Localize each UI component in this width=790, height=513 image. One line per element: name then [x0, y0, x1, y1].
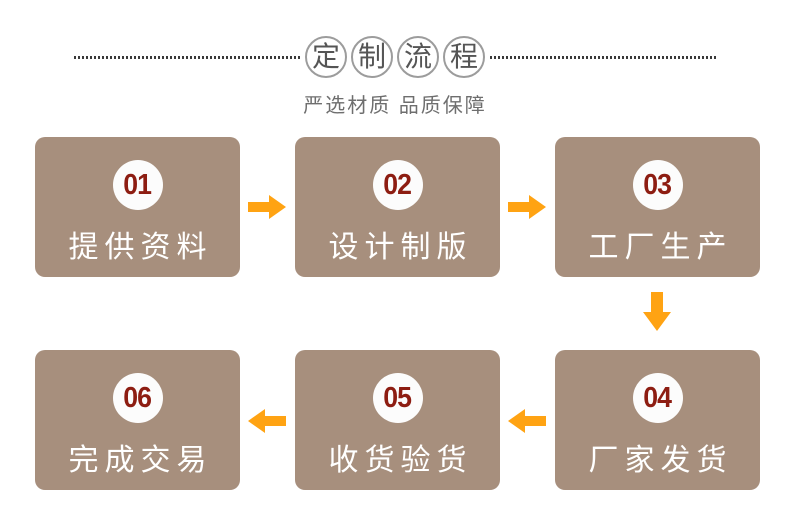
- title-char: 流: [403, 41, 432, 72]
- arrow-left-icon: [248, 409, 286, 433]
- step-label: 提供资料: [68, 231, 213, 264]
- arrow-right-icon: [508, 195, 546, 219]
- step-number: 02: [383, 168, 413, 201]
- title-char: 制: [357, 41, 386, 72]
- step-number-badge: 05: [372, 373, 423, 423]
- step-card-5: 05 收货验货: [295, 350, 500, 490]
- step-number: 01: [123, 168, 153, 201]
- step-number: 04: [643, 381, 673, 414]
- step-label: 厂家发货: [588, 444, 733, 477]
- step-label: 完成交易: [68, 444, 213, 477]
- dotted-divider-left: [74, 55, 300, 59]
- step-card-6: 06 完成交易: [35, 350, 240, 490]
- step-number: 06: [123, 381, 153, 414]
- section-title: 定 制 流 程: [0, 36, 790, 78]
- step-label: 工厂生产: [588, 231, 733, 264]
- step-number: 05: [383, 381, 413, 414]
- title-char-circle: 流: [397, 36, 439, 78]
- title-char-circle: 定: [305, 36, 347, 78]
- step-card-2: 02 设计制版: [295, 137, 500, 277]
- title-char: 定: [311, 41, 340, 72]
- step-number-badge: 03: [632, 160, 683, 210]
- title-char: 程: [449, 41, 478, 72]
- step-label: 收货验货: [328, 444, 473, 477]
- step-label: 设计制版: [328, 231, 473, 264]
- title-char-circle: 制: [351, 36, 393, 78]
- step-number-badge: 02: [372, 160, 423, 210]
- step-number: 03: [643, 168, 673, 201]
- arrow-right-icon: [248, 195, 286, 219]
- arrow-left-icon: [508, 409, 546, 433]
- step-number-badge: 06: [112, 373, 163, 423]
- step-number-badge: 01: [112, 160, 163, 210]
- step-card-4: 04 厂家发货: [555, 350, 760, 490]
- step-card-1: 01 提供资料: [35, 137, 240, 277]
- section-subtitle: 严选材质 品质保障: [303, 95, 487, 117]
- step-card-3: 03 工厂生产: [555, 137, 760, 277]
- step-number-badge: 04: [632, 373, 683, 423]
- title-char-circle: 程: [443, 36, 485, 78]
- arrow-down-icon: [643, 292, 671, 331]
- dotted-divider-right: [490, 55, 716, 59]
